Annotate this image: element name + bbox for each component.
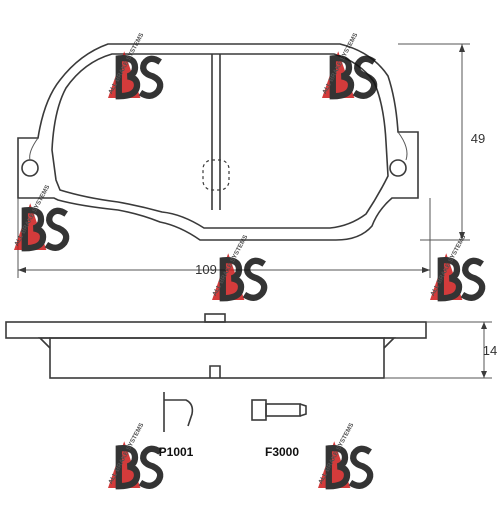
- pad-top-view: [17, 43, 419, 241]
- side-groove-notch: [209, 365, 221, 378]
- pad-side-view: 14: [5, 313, 497, 379]
- abs-logo-letter-b: [115, 444, 141, 490]
- side-friction-material: [49, 337, 385, 379]
- bolt-shank: [265, 403, 301, 417]
- left-ear-curve: [29, 137, 39, 161]
- side-backing-plate: [5, 321, 427, 339]
- right-ear-curve: [397, 131, 408, 161]
- accessory-bolt: F3000: [251, 399, 307, 459]
- abs-logo-watermark: ALL BRAKE SYSTEMS: [107, 32, 164, 100]
- abs-logo-letter-s: [138, 55, 164, 99]
- abs-logo-letter-b: [329, 54, 355, 100]
- height-arrow-top: [459, 44, 465, 52]
- abs-logo-watermark: ALL BRAKE SYSTEMS: [317, 422, 374, 490]
- accessory-code: P1001: [159, 445, 194, 459]
- clip-drawing: [163, 392, 194, 432]
- abs-logo-letter-b: [219, 256, 245, 302]
- abs-logo-letter-s: [44, 207, 70, 251]
- bolt-tip: [299, 403, 307, 417]
- friction-pad-outline: [51, 53, 389, 229]
- left-mounting-hole: [21, 159, 39, 177]
- abs-logo-watermark: ALL BRAKE SYSTEMS: [13, 184, 70, 252]
- side-chamfer-right: [383, 337, 396, 349]
- right-mounting-hole: [389, 159, 407, 177]
- abs-watermarks: ALL BRAKE SYSTEMS ALL BRAKE SYSTEMS ALL BR…: [13, 32, 486, 490]
- height-value: 49: [471, 131, 485, 146]
- abs-logo-letter-s: [460, 257, 486, 301]
- abs-logo-letter-s: [352, 55, 378, 99]
- abs-logo-letter-b: [21, 206, 47, 252]
- abs-logo-watermark: ALL BRAKE SYSTEMS: [107, 422, 164, 490]
- accessory-clip: P1001: [159, 392, 194, 459]
- accessory-code: F3000: [265, 445, 299, 459]
- length-value: 109: [195, 262, 217, 277]
- height-arrow-bottom: [459, 232, 465, 240]
- length-arrow-left: [18, 267, 26, 273]
- abs-logo-letter-b: [115, 54, 141, 100]
- bolt-head: [251, 399, 267, 421]
- length-arrow-right: [422, 267, 430, 273]
- abs-logo-letter-s: [348, 445, 374, 489]
- backing-plate-outline: [17, 43, 419, 241]
- thickness-value: 14: [483, 343, 497, 358]
- thickness-arrow-bottom: [481, 371, 487, 378]
- dimension-height: 49: [398, 43, 485, 241]
- abs-logo-watermark: ALL BRAKE SYSTEMS: [321, 32, 378, 100]
- side-chamfer-left: [38, 337, 51, 349]
- abs-logo-letter-s: [242, 257, 268, 301]
- abs-logo-letter-b: [437, 256, 463, 302]
- abs-logo-letter-b: [325, 444, 351, 490]
- wear-sensor-outline: [202, 159, 230, 191]
- abs-logo-watermark: ALL BRAKE SYSTEMS: [211, 234, 268, 302]
- side-sensor-clip: [204, 313, 226, 323]
- abs-logo-watermark: ALL BRAKE SYSTEMS: [429, 234, 486, 302]
- thickness-arrow-top: [481, 322, 487, 329]
- abs-logo-letter-s: [138, 445, 164, 489]
